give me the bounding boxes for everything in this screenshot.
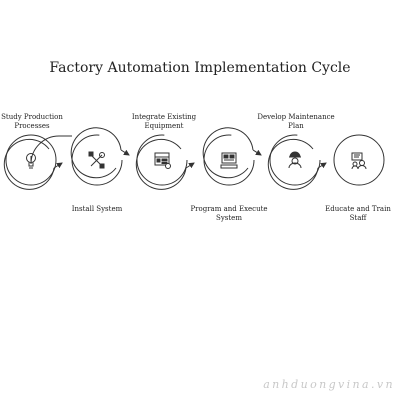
step-node-5 [267, 138, 327, 190]
step-circle-1 [5, 134, 57, 186]
step-node-2 [70, 127, 130, 179]
step-label-6: Educate and Train Staff [325, 205, 391, 222]
lightbulb-icon [26, 153, 36, 169]
training-icon [351, 152, 367, 170]
step-circle-3 [136, 134, 188, 186]
step-label-3: Integrate Existing Equipment [131, 113, 197, 130]
control-panel-icon [154, 152, 171, 169]
step-circle-2 [71, 134, 123, 186]
step-node-6 [333, 134, 385, 186]
step-label-1: Study Production Processes [1, 113, 63, 130]
step-circle-5 [269, 134, 321, 186]
connector-arc-1 [30, 135, 72, 165]
step-label-2: Install System [71, 205, 123, 213]
step-node-3 [135, 138, 195, 190]
step-label-4: Program and Execute System [190, 205, 268, 222]
computer-program-icon [220, 152, 238, 169]
tools-icon [88, 151, 105, 169]
step-label-5: Develop Maintenance Plan [257, 113, 335, 130]
step-circle-4 [203, 134, 255, 186]
step-node-4 [202, 127, 262, 179]
engineer-icon [288, 151, 302, 169]
watermark-text: anhduongvina.vn [263, 378, 395, 391]
diagram-title: Factory Automation Implementation Cycle [49, 60, 351, 76]
